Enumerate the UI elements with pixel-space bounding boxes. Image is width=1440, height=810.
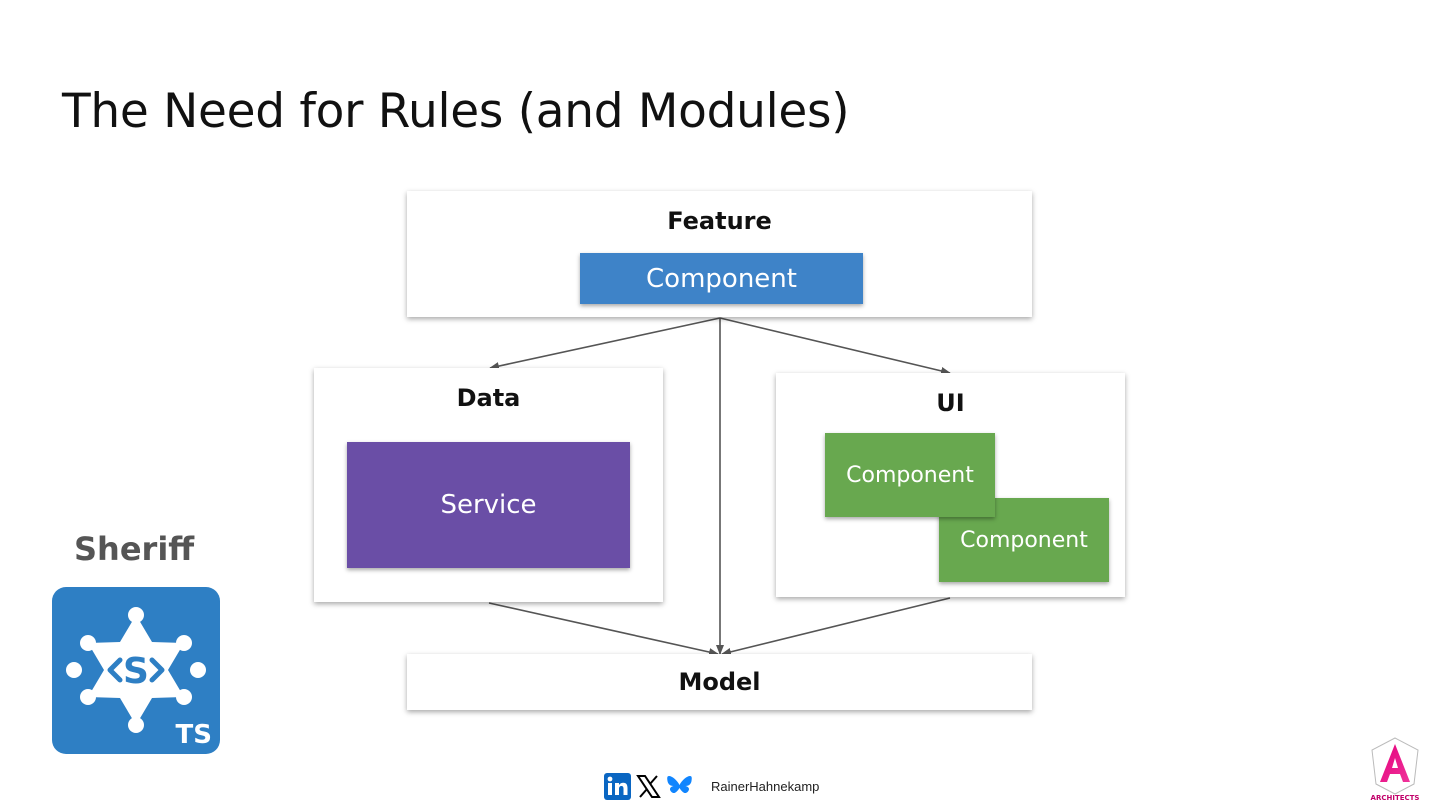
svg-text:S: S xyxy=(123,651,149,692)
sheriff-label: Sheriff xyxy=(74,530,195,568)
arrow-feature-to-ui xyxy=(719,317,951,375)
sheriff-star-icon: S xyxy=(66,607,206,733)
slide-title: The Need for Rules (and Modules) xyxy=(62,84,850,139)
ui-component-1: Component xyxy=(825,433,995,517)
x-icon[interactable] xyxy=(635,773,662,800)
data-service: Service xyxy=(347,442,630,568)
arrow-ui-to-model xyxy=(721,597,951,656)
footer: RainerHahnekamp xyxy=(604,772,819,800)
ui-module-box: UI Component Component xyxy=(776,373,1125,597)
feature-module-box: Feature Component xyxy=(407,191,1032,317)
sheriff-ts-text: TS xyxy=(175,720,212,750)
author-handle: RainerHahnekamp xyxy=(711,778,820,794)
feature-label: Feature xyxy=(667,207,772,235)
feature-component: Component xyxy=(580,253,863,304)
ui-component-2: Component xyxy=(939,498,1109,582)
angular-architects-logo: ARCHITECTS xyxy=(1368,736,1422,802)
corner-logo-text: ARCHITECTS xyxy=(1370,794,1420,802)
bluesky-icon[interactable] xyxy=(666,773,693,800)
data-label: Data xyxy=(456,384,521,412)
sheriff-logo: S TS xyxy=(52,587,220,754)
model-module-box: Model xyxy=(407,654,1032,710)
arrow-data-to-model xyxy=(488,602,719,656)
arrow-feature-to-data xyxy=(489,317,721,370)
data-module-box: Data Service xyxy=(314,368,663,602)
model-label: Model xyxy=(678,668,761,696)
ui-label: UI xyxy=(936,389,965,417)
linkedin-icon[interactable] xyxy=(604,772,631,800)
